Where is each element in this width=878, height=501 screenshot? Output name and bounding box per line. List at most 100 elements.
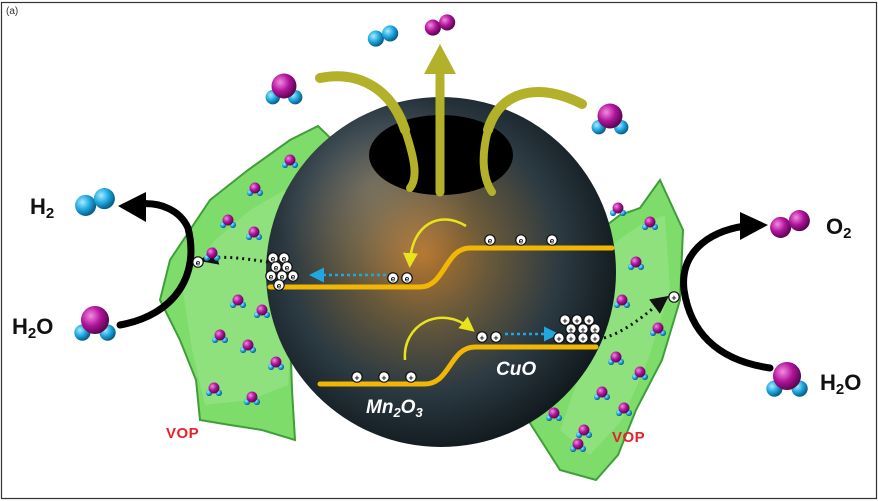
hole-icon: + <box>668 291 680 303</box>
vop-label-right: VOP <box>612 429 646 446</box>
molecule-group <box>74 14 810 453</box>
up-arrow-head <box>424 44 456 74</box>
electron-icon: e <box>515 234 527 246</box>
electron-icon: e <box>287 270 299 282</box>
water-molecule-icon <box>627 256 645 271</box>
svg-text:+: + <box>409 372 414 382</box>
oxygen-molecule-icon <box>424 14 456 36</box>
h2o-label-right: H2O <box>820 370 862 398</box>
svg-text:+: + <box>382 372 387 382</box>
water-molecule-icon <box>591 103 629 135</box>
water-molecule-icon <box>203 247 221 262</box>
hole-icon: + <box>559 314 571 326</box>
vop-label-left: VOP <box>166 425 200 442</box>
water-molecule-icon <box>205 382 223 397</box>
svg-text:e: e <box>280 271 285 281</box>
water-molecule-icon <box>239 339 257 354</box>
hole-transfer-arrow <box>603 295 669 340</box>
hole-icon: + <box>351 371 363 383</box>
electron-icon: e <box>265 270 277 282</box>
water-molecule-icon <box>569 438 587 453</box>
water-molecule-icon <box>267 356 285 371</box>
svg-text:e: e <box>291 271 296 281</box>
svg-text:+: + <box>575 315 580 325</box>
frame-corner-text: (a) <box>6 6 19 17</box>
svg-text:e: e <box>277 280 282 290</box>
hole-icon: + <box>490 331 502 343</box>
svg-text:e: e <box>271 253 276 263</box>
water-molecule-icon <box>615 402 633 417</box>
water-molecule-icon <box>211 329 229 344</box>
left-reaction-arrows <box>116 192 195 329</box>
valence-band-path <box>317 344 599 387</box>
electron-icon: e <box>401 272 413 284</box>
svg-text:e: e <box>196 257 201 267</box>
water-molecule-icon <box>607 351 625 366</box>
svg-text:e: e <box>274 262 279 272</box>
hydrogen-molecule-icon <box>367 25 399 47</box>
electron-icon: e <box>387 272 399 284</box>
hole-icon: + <box>583 314 595 326</box>
right-reaction-arrows <box>680 212 774 372</box>
svg-text:+: + <box>557 333 562 343</box>
water-molecule-icon <box>641 216 659 231</box>
h2-label-left: H2 <box>30 194 55 222</box>
water-molecule-icon <box>281 154 299 169</box>
svg-text:e: e <box>285 262 290 272</box>
mn2o3-label: Mn2O3 <box>366 397 423 420</box>
svg-text:+: + <box>587 315 592 325</box>
hole-transfer-curve <box>403 316 475 361</box>
electron-icon: e <box>484 234 496 246</box>
water-molecule-icon <box>593 386 611 401</box>
water-molecule-icon <box>245 226 263 241</box>
svg-text:e: e <box>391 273 396 283</box>
svg-text:+: + <box>569 333 574 343</box>
water-molecule-icon <box>229 294 247 309</box>
hole-icon: + <box>476 331 488 343</box>
water-molecule-icon <box>246 182 264 197</box>
svg-text:+: + <box>593 324 598 334</box>
hole-icon: + <box>378 371 390 383</box>
svg-text:e: e <box>488 235 493 245</box>
oxygen-molecule-icon <box>770 210 810 238</box>
electron-icon: e <box>273 279 285 291</box>
water-molecule-icon <box>631 366 649 381</box>
svg-text:e: e <box>269 271 274 281</box>
hole-icon: + <box>405 371 417 383</box>
svg-text:+: + <box>593 333 598 343</box>
electron-icon: e <box>281 261 293 273</box>
svg-text:+: + <box>581 324 586 334</box>
svg-text:+: + <box>355 372 360 382</box>
water-molecule-icon <box>545 407 563 422</box>
o2-label-right: O2 <box>826 214 852 242</box>
svg-text:+: + <box>480 332 485 342</box>
electron-icon: e <box>192 256 204 268</box>
h2o-label-left: H2O <box>12 314 54 342</box>
svg-text:e: e <box>282 253 287 263</box>
hole-icon: + <box>577 332 589 344</box>
svg-text:e: e <box>550 235 555 245</box>
water-molecule-icon <box>74 305 116 341</box>
svg-text:e: e <box>405 273 410 283</box>
electron-icon: e <box>546 234 558 246</box>
cuo-label: CuO <box>496 359 537 380</box>
hole-group: ++++++++++++++++ <box>351 291 680 383</box>
conduction-band-path <box>267 245 615 290</box>
svg-text:+: + <box>672 292 677 302</box>
electron-transfer-curve <box>402 218 467 268</box>
hole-icon: + <box>589 323 601 335</box>
hole-icon: + <box>589 332 601 344</box>
water-molecule-icon <box>219 214 237 229</box>
hydrogen-molecule-icon <box>75 188 115 216</box>
gas-flow-arrows <box>315 65 587 197</box>
hole-icon: + <box>553 332 565 344</box>
hole-icon: + <box>571 314 583 326</box>
water-molecule-icon <box>609 202 627 217</box>
band-structure <box>267 245 615 387</box>
svg-text:+: + <box>563 315 568 325</box>
water-molecule-icon <box>613 294 631 309</box>
